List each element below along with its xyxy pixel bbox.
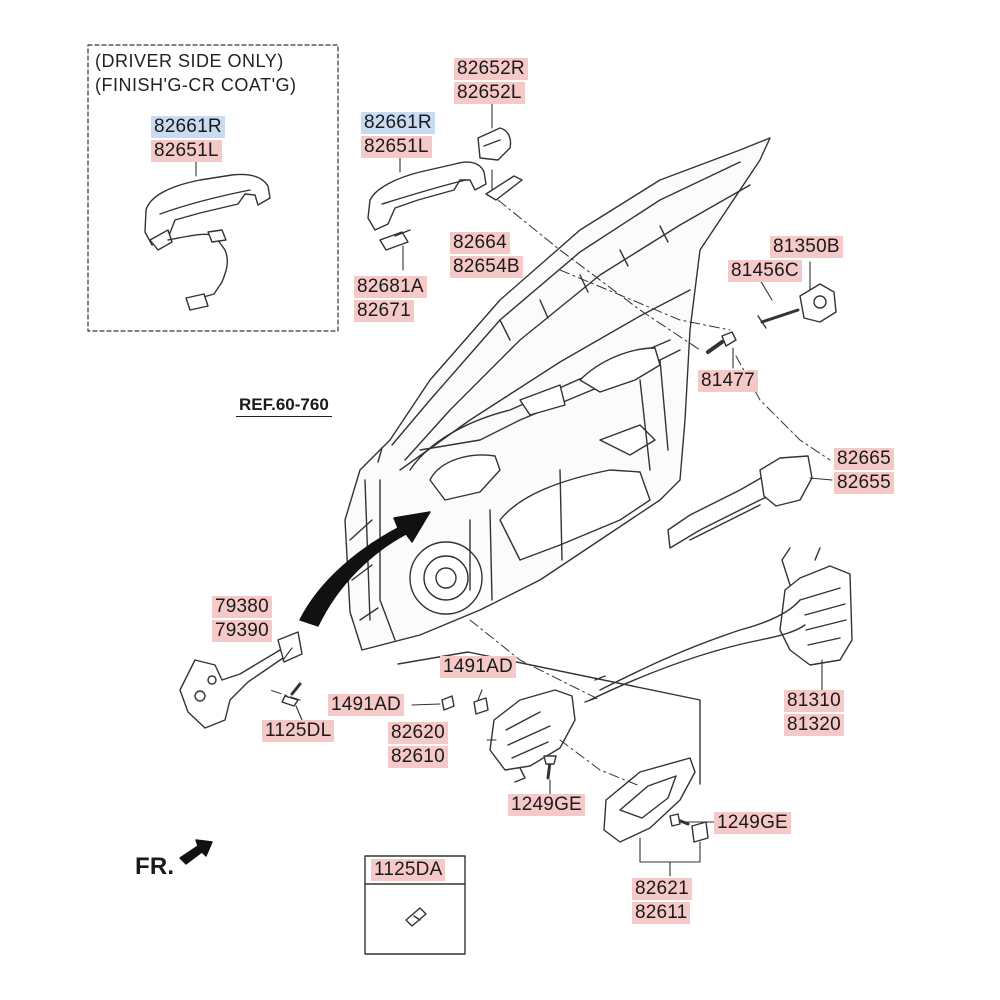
- door-panel-illustration: [344, 137, 771, 651]
- callout-82621[interactable]: 82621: [632, 878, 692, 900]
- callout-inset-82651L[interactable]: 82651L: [151, 140, 222, 162]
- callout-inset-82661R[interactable]: 82661R: [151, 116, 225, 138]
- inside-handle-bracket-illustration: [667, 455, 813, 549]
- handle-cover-illustration: [477, 127, 512, 161]
- inside-handle-illustration: [489, 689, 576, 783]
- callout-82610[interactable]: 82610: [388, 746, 448, 768]
- inset-box: [87, 44, 339, 332]
- callout-1491AD-lower[interactable]: 1491AD: [328, 694, 404, 716]
- callout-82681A[interactable]: 82681A: [354, 276, 427, 298]
- callout-81350B[interactable]: 81350B: [770, 236, 843, 258]
- callout-1125DL[interactable]: 1125DL: [262, 720, 335, 742]
- latch-cable-illustration: [584, 599, 806, 703]
- callout-82652L[interactable]: 82652L: [454, 82, 525, 104]
- callout-82651L[interactable]: 82651L: [361, 136, 432, 158]
- callout-1491AD-upper[interactable]: 1491AD: [440, 656, 516, 678]
- bolt-illustration: [706, 331, 737, 354]
- callout-82652R[interactable]: 82652R: [454, 58, 528, 80]
- handle-bezel-illustration: [603, 757, 709, 843]
- screw-illustration: [543, 755, 690, 827]
- outside-handle-illustration: [367, 161, 487, 251]
- reference-pointer-arrow-icon: [299, 511, 431, 627]
- front-direction-label: FR.: [135, 853, 175, 880]
- inset-note-line-1: (DRIVER SIDE ONLY): [95, 51, 284, 71]
- callout-79380[interactable]: 79380: [212, 596, 272, 618]
- callout-81310[interactable]: 81310: [784, 690, 844, 712]
- callout-82671[interactable]: 82671: [354, 300, 414, 322]
- clip-illustration: [441, 695, 489, 715]
- callout-81477[interactable]: 81477: [698, 370, 758, 392]
- callout-82654B[interactable]: 82654B: [450, 256, 523, 278]
- callout-79390[interactable]: 79390: [212, 620, 272, 642]
- door-check-illustration: [179, 631, 303, 729]
- callout-1249GE-right[interactable]: 1249GE: [714, 812, 791, 834]
- callout-82664[interactable]: 82664: [450, 232, 510, 254]
- callout-81320[interactable]: 81320: [784, 714, 844, 736]
- callout-82655[interactable]: 82655: [834, 472, 894, 494]
- callout-81456C[interactable]: 81456C: [728, 260, 802, 282]
- door-latch-illustration: [779, 547, 853, 666]
- inset-note-line-2: (FINISH'G-CR COAT'G): [95, 75, 297, 95]
- callout-1249GE-left[interactable]: 1249GE: [508, 794, 585, 816]
- clip-1125DA-illustration: [405, 907, 427, 927]
- callout-82661R[interactable]: 82661R: [361, 112, 435, 134]
- inset-outside-handle-illustration: [144, 173, 271, 311]
- callout-82611[interactable]: 82611: [632, 902, 691, 924]
- callout-82620[interactable]: 82620: [388, 722, 448, 744]
- striker-illustration: [757, 283, 837, 329]
- bolt-1125DL-illustration: [281, 682, 302, 707]
- callout-82665[interactable]: 82665: [834, 448, 894, 470]
- reference-label[interactable]: REF.60-760: [236, 394, 332, 417]
- forward-arrow-icon: [179, 839, 213, 865]
- callout-1125DA[interactable]: 1125DA: [371, 859, 446, 881]
- gasket-illustration: [485, 175, 523, 201]
